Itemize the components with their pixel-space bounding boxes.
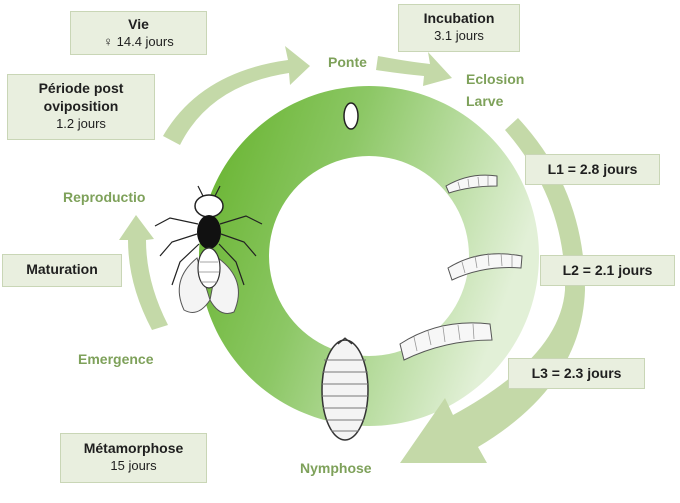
vie-box: Vie ♀ 14.4 jours (70, 11, 207, 55)
larva-l1-icon (445, 174, 498, 194)
post-oviposition-value: 1.2 jours (56, 116, 106, 131)
metamorphose-title: Métamorphose (83, 440, 184, 456)
arrow-top (163, 46, 310, 145)
metamorphose-value: 15 jours (110, 458, 157, 473)
l3-box: L3 = 2.3 jours (508, 358, 645, 389)
fly-icon (154, 185, 263, 314)
incubation-value: 3.1 jours (434, 28, 484, 43)
post-oviposition-title-2: oviposition (43, 98, 119, 114)
stage-label-ponte: Ponte (328, 54, 367, 70)
arrow-ponte-eclosion (376, 52, 452, 86)
incubation-title: Incubation (423, 10, 495, 26)
post-oviposition-title-1: Période post (38, 80, 124, 96)
stage-label-reproduction: Reproductio (63, 189, 146, 205)
arrow-left (119, 215, 168, 330)
stage-label-emergence: Emergence (78, 351, 154, 367)
larva-l2-icon (447, 252, 523, 281)
incubation-box: Incubation 3.1 jours (398, 4, 520, 52)
stage-label-larve: Larve (466, 93, 504, 109)
larva-l3-icon (399, 322, 493, 361)
egg-icon (343, 102, 359, 130)
maturation-box: Maturation (2, 254, 122, 287)
l2-box: L2 = 2.1 jours (540, 255, 675, 286)
stage-label-nymphose: Nymphose (300, 460, 372, 476)
vie-title: Vie (128, 16, 149, 32)
metamorphose-box: Métamorphose 15 jours (60, 433, 207, 483)
pupa-icon (321, 337, 369, 441)
stage-label-eclosion: Eclosion (466, 71, 525, 87)
l1-box: L1 = 2.8 jours (525, 154, 660, 185)
post-oviposition-box: Période post oviposition 1.2 jours (7, 74, 155, 140)
vie-value: ♀ 14.4 jours (103, 34, 174, 49)
